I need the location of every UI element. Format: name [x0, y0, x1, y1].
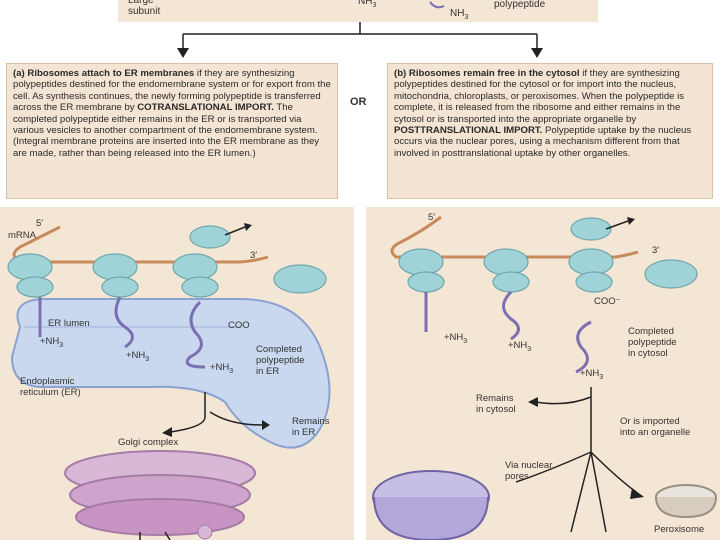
or-label: OR: [350, 96, 367, 108]
mrna-strand: [12, 225, 269, 264]
left-5prime: 5′: [36, 218, 44, 229]
box-a-description: (a) Ribosomes attach to ER membranes if …: [6, 63, 338, 199]
right-nh3-b: +NH3: [508, 340, 532, 353]
polypeptides-left: [38, 296, 206, 369]
top-nh3-left: NH3: [358, 0, 377, 9]
branch-arrows: [177, 1, 543, 58]
box-b-description: (b) Ribosomes remain free in the cytosol…: [387, 63, 713, 199]
polypeptides-right: [424, 290, 592, 374]
left-nh3-c: +NH3: [210, 362, 234, 375]
right-3prime: 3′: [652, 245, 660, 256]
left-nh3-a: +NH3: [40, 336, 64, 349]
er-pathway-illustration: [7, 223, 331, 540]
ribosomes-right: [398, 217, 698, 293]
right-5prime: 5′: [428, 212, 436, 223]
remains-in-er-label: Remains in ER: [292, 416, 330, 438]
endoplasmic-reticulum-shape: [10, 298, 331, 449]
top-nh3-mid: NH3: [450, 8, 469, 21]
vesicle: [197, 524, 213, 540]
golgi-cisterna-3: [75, 498, 245, 536]
top-band: [118, 0, 598, 22]
left-coo: COO: [228, 320, 250, 331]
cytosol-pathway-illustration: [372, 215, 717, 540]
mrna-strand-right: [390, 215, 639, 259]
mrna-label: mRNA: [8, 230, 36, 241]
imported-into-organelle-label: Or is imported into an organelle: [620, 416, 691, 438]
completed-in-er-label: Completed polypeptide in ER: [256, 344, 305, 377]
left-nh3-b: +NH3: [126, 350, 150, 363]
golgi-label: Golgi complex: [118, 437, 179, 448]
top-polypeptide-label: polypeptide: [494, 0, 546, 10]
right-nh3-c: +NH3: [580, 368, 604, 381]
via-nuclear-pores-label: Via nuclear pores: [505, 460, 553, 482]
peroxisome-label: Peroxisome: [654, 524, 705, 535]
remains-in-cytosol-label: Remains in cytosol: [476, 393, 516, 415]
large-subunit-label: Large subunit: [128, 0, 161, 17]
er-label: Endoplasmic reticulum (ER): [20, 376, 81, 398]
right-coo: COO⁻: [594, 296, 621, 307]
er-lumen-label: ER lumen: [48, 318, 90, 329]
left-3prime: 3′: [250, 250, 258, 261]
ribosomes-left: [7, 225, 327, 298]
completed-in-cytosol-label: Completed polypeptide in cytosol: [628, 326, 677, 359]
right-nh3-a: +NH3: [444, 332, 468, 345]
